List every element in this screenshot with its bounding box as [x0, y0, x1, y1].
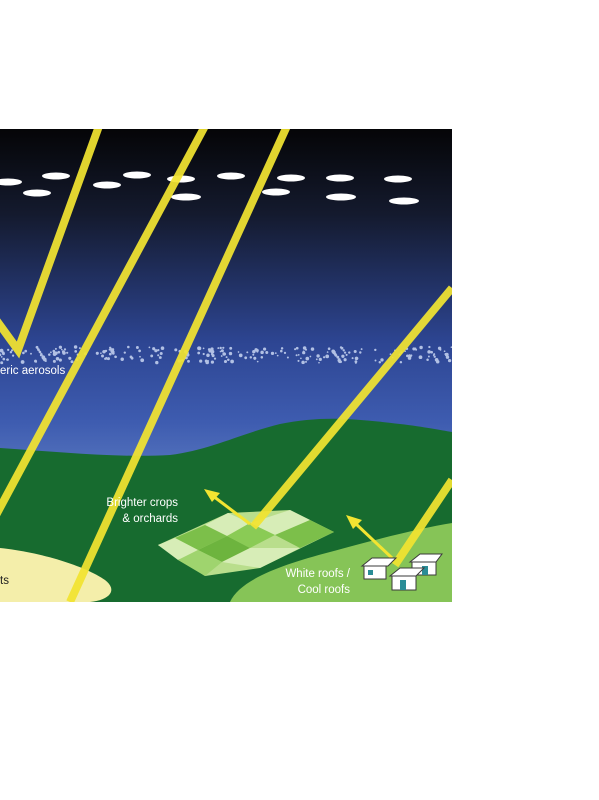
beam-roofs	[391, 477, 452, 568]
roofs-label-line1: White roofs /	[285, 568, 350, 580]
crops-label-line2: & orchards	[122, 513, 178, 525]
beam-long-1	[0, 129, 208, 517]
house-icon	[360, 557, 398, 580]
crops-label-line1: Brighter crops	[106, 497, 178, 509]
house-icon	[388, 567, 426, 591]
crop-field	[158, 510, 334, 576]
aerosols-label: eric aerosols	[0, 365, 65, 377]
desert-label-fragment: ts	[0, 575, 9, 587]
desert	[0, 548, 112, 602]
arrow-up-left-icon	[204, 489, 251, 526]
beam-long-2	[66, 129, 291, 602]
roofs-label-line2: Cool roofs	[298, 584, 351, 596]
house-icon-group	[360, 553, 443, 591]
sunlight-beams	[0, 129, 452, 602]
beam-crops	[249, 285, 452, 530]
arrow-up-left-icon	[346, 515, 394, 560]
aerosol-band	[0, 345, 452, 365]
beam-reflected-clouds	[0, 129, 103, 359]
